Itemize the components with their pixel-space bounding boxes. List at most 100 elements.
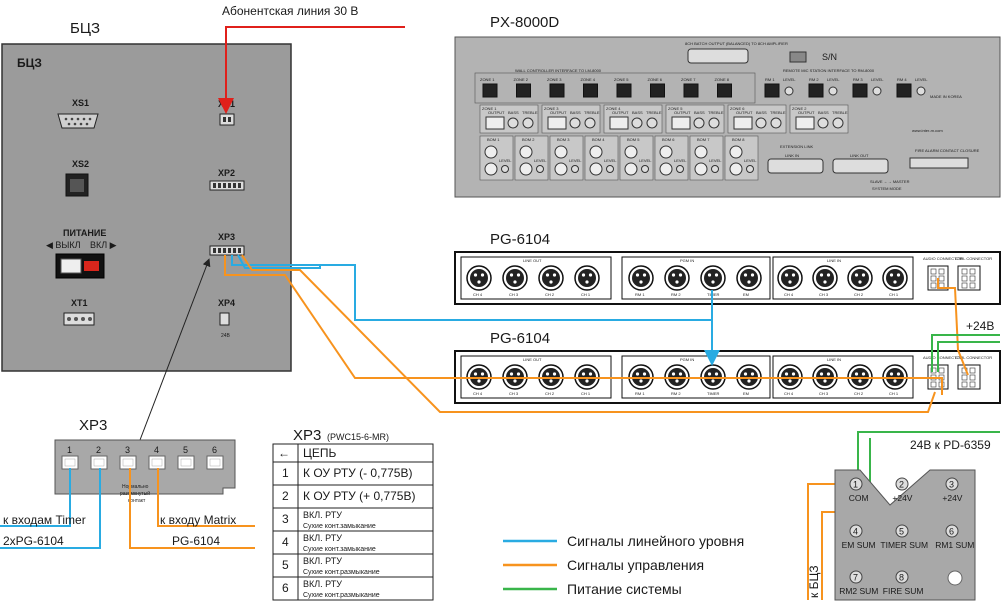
xs2-label: XS2 bbox=[72, 159, 89, 169]
px-treble-knob[interactable] bbox=[832, 117, 844, 129]
px-zone-rj-port bbox=[516, 83, 531, 98]
line-level-wire-pg-top bbox=[231, 255, 712, 321]
px-bom-level-knob[interactable] bbox=[501, 165, 509, 173]
pd-terminal-label: RM1 SUM bbox=[935, 540, 974, 550]
px-bom-jack bbox=[659, 162, 673, 176]
normally-open-label: Нормально разомкнутый контакт bbox=[120, 484, 151, 504]
xlr-label: CH 3 bbox=[509, 292, 519, 297]
px-bom-level-knob[interactable] bbox=[536, 165, 544, 173]
px-treble-knob[interactable] bbox=[646, 117, 658, 129]
px-bass-knob[interactable] bbox=[755, 117, 767, 129]
px-output-label: OUTPUT bbox=[550, 110, 567, 115]
px-bom-jack bbox=[554, 162, 568, 176]
xlr-label: CH 3 bbox=[509, 391, 519, 396]
px-rm-level-label: LEVEL bbox=[871, 77, 884, 82]
xlr-label: CH 4 bbox=[473, 391, 483, 396]
px-zone-port-label: ZONE 8 bbox=[715, 77, 730, 82]
to-timer-label: к входам Timer bbox=[3, 513, 86, 527]
px-bom-label: BOM 4 bbox=[592, 137, 605, 142]
px-bass-knob[interactable] bbox=[817, 117, 829, 129]
px-bom-label: BOM 7 bbox=[697, 137, 710, 142]
xlr-label: CH 4 bbox=[784, 391, 794, 396]
control-wire-pg-top bbox=[241, 254, 936, 413]
px-bom-label: BOM 5 bbox=[627, 137, 640, 142]
xlr-label: CH 1 bbox=[889, 292, 899, 297]
px-bom-level-knob[interactable] bbox=[676, 165, 684, 173]
px-output-label: OUTPUT bbox=[798, 110, 815, 115]
xlr-label: RM 1 bbox=[635, 292, 645, 297]
table-row-note: Сухие конт.замыкание bbox=[303, 523, 376, 530]
px-bom-level-knob[interactable] bbox=[711, 165, 719, 173]
xlr-label: RM 2 bbox=[671, 292, 681, 297]
px-output-terminal bbox=[609, 116, 629, 130]
px-output-label: OUTPUT bbox=[612, 110, 629, 115]
px-output-terminal bbox=[733, 116, 753, 130]
pd-terminal bbox=[895, 524, 909, 538]
power-on-label: ВКЛ ▶ bbox=[90, 240, 117, 250]
px-bom-jack bbox=[484, 162, 498, 176]
to-bcz-label: к БЦЗ bbox=[807, 565, 821, 598]
px-treble-knob[interactable] bbox=[708, 117, 720, 129]
pd-terminal bbox=[895, 477, 909, 491]
power-wire-24v bbox=[931, 334, 1000, 372]
px-treble-knob[interactable] bbox=[522, 117, 534, 129]
px-bom-level-knob[interactable] bbox=[606, 165, 614, 173]
px-rm-rj-port bbox=[764, 83, 780, 98]
xlr-label: CH 4 bbox=[473, 292, 483, 297]
xlr-label: TIMER bbox=[707, 391, 720, 396]
pg-ctrl-connector-label: CTRL CONNECTOR bbox=[955, 355, 992, 360]
px-bom-jack bbox=[659, 145, 673, 159]
pg-top-title: PG-6104 bbox=[490, 231, 550, 248]
px-rm-level-knob[interactable] bbox=[828, 86, 838, 96]
px-zone-rj-port bbox=[683, 83, 699, 98]
px-zone-module-label: ZONE 6 bbox=[730, 106, 745, 111]
pd-terminal bbox=[849, 570, 863, 584]
px-bom-jack bbox=[729, 162, 743, 176]
xt1-terminal bbox=[63, 312, 95, 326]
px-bom-level-label: LEVEL bbox=[569, 158, 582, 163]
px-bom-level-knob[interactable] bbox=[746, 165, 754, 173]
table-row-note: Сухие конт.замыкание bbox=[303, 546, 376, 553]
px-rm-rj-port bbox=[896, 83, 912, 98]
legend-label: Питание системы bbox=[567, 581, 682, 597]
xp3-pin-number: 6 bbox=[212, 445, 217, 455]
px-bass-label: BASS bbox=[818, 110, 829, 115]
px-bom-level-knob[interactable] bbox=[571, 165, 579, 173]
px-rm-level-label: LEVEL bbox=[783, 77, 796, 82]
px-bom-jack bbox=[484, 145, 498, 159]
px-bass-knob[interactable] bbox=[693, 117, 705, 129]
xlr-label: CH 1 bbox=[889, 391, 899, 396]
px-bass-knob[interactable] bbox=[507, 117, 519, 129]
pg-line-in-label: LINE IN bbox=[827, 357, 841, 362]
pd-terminal bbox=[945, 477, 959, 491]
px-zone-port-label: ZONE 5 bbox=[614, 77, 629, 82]
px-rm-port-label: RM 3 bbox=[853, 77, 863, 82]
xlr-label: CH 2 bbox=[854, 391, 864, 396]
px-zone-port-label: ZONE 1 bbox=[480, 77, 495, 82]
px-treble-knob[interactable] bbox=[584, 117, 596, 129]
px-bass-label: BASS bbox=[756, 110, 767, 115]
px-zone-port-label: ZONE 6 bbox=[648, 77, 663, 82]
px-made-in: MADE IN KOREA bbox=[930, 94, 962, 99]
to-matrix-label: к входу Matrix bbox=[160, 513, 236, 527]
table-head-arrow: ← bbox=[278, 446, 290, 460]
xp3-detail-title: XP3 bbox=[79, 417, 107, 434]
px-bass-knob[interactable] bbox=[569, 117, 581, 129]
px-rm-level-knob[interactable] bbox=[784, 86, 794, 96]
xp1-connector bbox=[219, 113, 235, 126]
px-rm-level-knob[interactable] bbox=[916, 86, 926, 96]
table-row-circuit: ВКЛ. РТУ bbox=[303, 533, 342, 543]
px-fire-alarm-terminal bbox=[909, 157, 969, 169]
px-bom-level-knob[interactable] bbox=[641, 165, 649, 173]
px-remote-mic: REMOTE MIC STATION INTERFACE TO RM-8000 bbox=[783, 68, 875, 73]
px-rm-level-knob[interactable] bbox=[872, 86, 882, 96]
xp2-label: XP2 bbox=[218, 168, 235, 178]
xp3-pin-number: 4 bbox=[154, 445, 159, 455]
px-treble-knob[interactable] bbox=[770, 117, 782, 129]
px-bass-knob[interactable] bbox=[631, 117, 643, 129]
pd-terminal-number: 6 bbox=[949, 527, 954, 537]
